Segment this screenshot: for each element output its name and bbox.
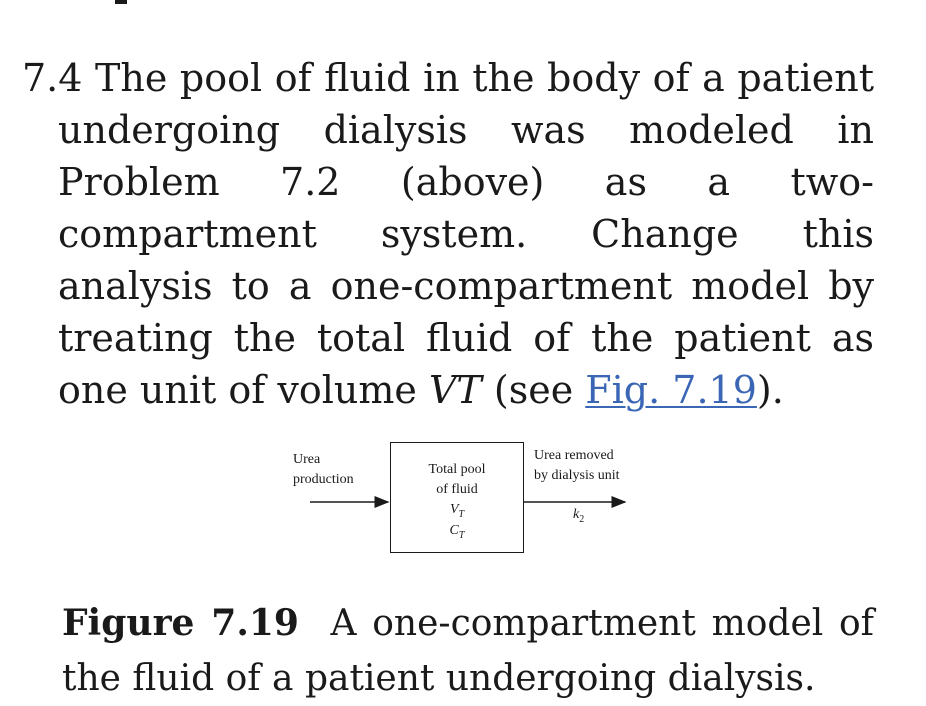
volume-symbol-sub: T [458,508,465,520]
close-text: ). [756,368,784,412]
problem-number: 7.4 [22,56,83,100]
output-label-line1: Urea removed [534,448,614,463]
rate-constant: k2 [573,505,584,530]
diagram-arrows [310,496,627,508]
figure-caption: Figure 7.19 A one-compartment model of t… [62,596,874,706]
conc-symbol-letter: C [449,522,459,538]
input-label-line2: production [293,472,354,487]
box-label-line1: Total pool [428,462,486,477]
volume-symbol-letter: V [449,502,459,517]
problem-text: 7.4 The pool of fluid in the body of a p… [22,52,874,416]
compartment-label: Total pool of fluid VT CT [390,460,524,546]
conc-symbol: CT [390,521,524,546]
figure-link[interactable]: Fig. 7.19 [585,368,757,412]
rate-symbol-sub: 2 [579,513,585,525]
rate-symbol-letter: k [573,507,580,522]
page-edge-mark [115,0,127,4]
compartment-box [390,442,524,553]
output-label: Urea removed by dialysis unit [534,446,620,486]
figure-label: Figure 7.19 [62,602,299,644]
problem-body: The pool of fluid in the body of a patie… [58,56,874,412]
conc-symbol-sub: T [458,529,465,541]
output-label-line2: by dialysis unit [534,468,620,483]
volume-variable: VT [428,368,482,412]
input-label-line1: Urea [293,452,321,467]
volume-symbol: VT [390,500,524,525]
see-text: (see [493,368,574,412]
caption-text: A one-compartment model of the fluid of … [62,603,875,699]
input-label: Urea production [293,450,354,490]
compartment-diagram: Urea production Total pool of fluid VT C… [285,440,655,560]
box-label-line2: of fluid [436,482,478,497]
